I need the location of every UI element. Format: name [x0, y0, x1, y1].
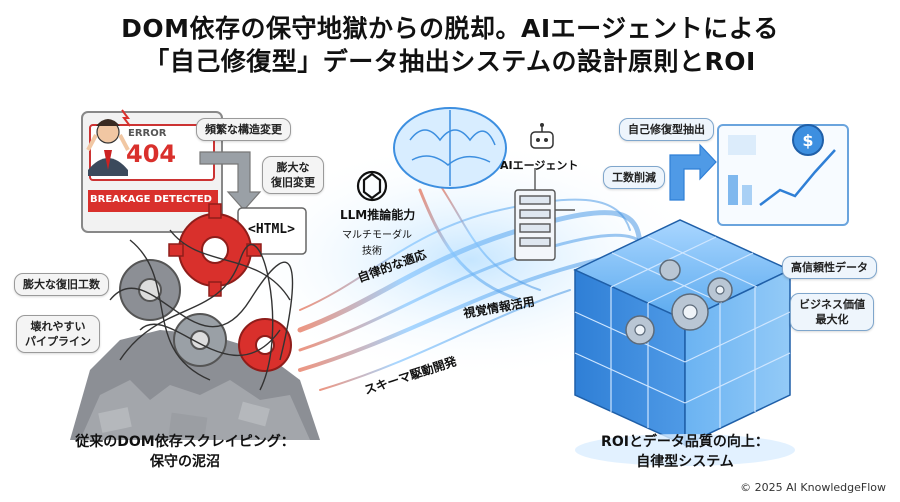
dashboard-panel [717, 124, 849, 226]
bubble-fragile-line2: パイプライン [25, 335, 91, 348]
left-caption-line1: 従来のDOM依存スクレイピング： [75, 434, 295, 450]
agent-framework [514, 168, 575, 261]
bubble-recovery-cost: 膨大な復旧工数 [14, 273, 109, 296]
svg-text:$: $ [802, 131, 813, 150]
bubble-business-value-line1: ビジネス価値 [799, 298, 865, 311]
bubble-reliable-data-text: 高信頼性データ [791, 261, 868, 274]
bubble-fragile-pipeline: 壊れやすい パイプライン [16, 315, 100, 353]
bubble-huge-changes-line2: 復旧変更 [271, 176, 315, 189]
tangled-wires [109, 229, 294, 391]
left-caption: 従来のDOM依存スクレイピング： 保守の泥沼 [30, 432, 340, 472]
bubble-business-value: ビジネス価値 最大化 [790, 293, 874, 331]
bubble-huge-changes: 膨大な 復旧変更 [262, 156, 324, 194]
stressed-person-icon [86, 109, 131, 176]
bubble-reliable-data: 高信頼性データ [782, 256, 877, 279]
title-line-2: 「自己修復型」データ抽出システムの設計原則とROI [144, 47, 756, 76]
error-code: 404 [126, 140, 177, 168]
ai-agent-robot-icon [530, 123, 554, 149]
left-caption-line2: 保守の泥沼 [150, 454, 220, 470]
llm-label-line3: 技術 [362, 246, 382, 257]
page-title: DOM依存の保守地獄からの脱却。AIエージェントによる 「自己修復型」データ抽出… [0, 12, 900, 78]
bubble-huge-changes-line1: 膨大な [276, 161, 310, 174]
bubble-cost-reduction: 工数削減 [603, 166, 665, 189]
bubble-self-repair-text: 自己修復型抽出 [628, 123, 705, 136]
bubble-fragile-line1: 壊れやすい [30, 320, 86, 333]
html-tag: <HTML> [248, 222, 295, 237]
right-caption: ROIとデータ品質の向上： 自律型システム [560, 432, 810, 472]
bubble-cost-reduction-text: 工数削減 [612, 171, 656, 184]
bubble-frequent-changes: 頻繁な構造変更 [196, 118, 291, 141]
growth-arrow [669, 143, 717, 201]
broken-gears [119, 203, 292, 372]
cube-platform [575, 434, 795, 466]
bubble-recovery-cost-text: 膨大な復旧工数 [23, 278, 100, 291]
llm-label-line1: LLM推論能力 [340, 208, 416, 222]
agent-label: AIエージェント [500, 159, 579, 172]
bubble-self-repair: 自己修復型抽出 [619, 118, 714, 141]
self-repair-cube [573, 219, 792, 447]
dollar-coin-icon: $ [792, 124, 824, 156]
copyright: © 2025 AI KnowledgeFlow [740, 481, 886, 494]
bubble-business-value-line2: 最大化 [815, 313, 849, 326]
llm-label-line2: マルチモーダル [342, 230, 412, 241]
right-caption-line1: ROIとデータ品質の向上： [601, 434, 769, 450]
llm-logo-icon [356, 170, 388, 202]
break-arrow [199, 151, 262, 211]
error-word: ERROR [128, 128, 167, 139]
bubble-frequent-changes-text: 頻繁な構造変更 [205, 123, 282, 136]
brain-icon [393, 107, 507, 189]
right-caption-line2: 自律型システム [636, 454, 734, 470]
title-line-1: DOM依存の保守地獄からの脱却。AIエージェントによる [121, 14, 779, 43]
breakage-detected: BREAKAGE DETECTED [90, 194, 212, 205]
